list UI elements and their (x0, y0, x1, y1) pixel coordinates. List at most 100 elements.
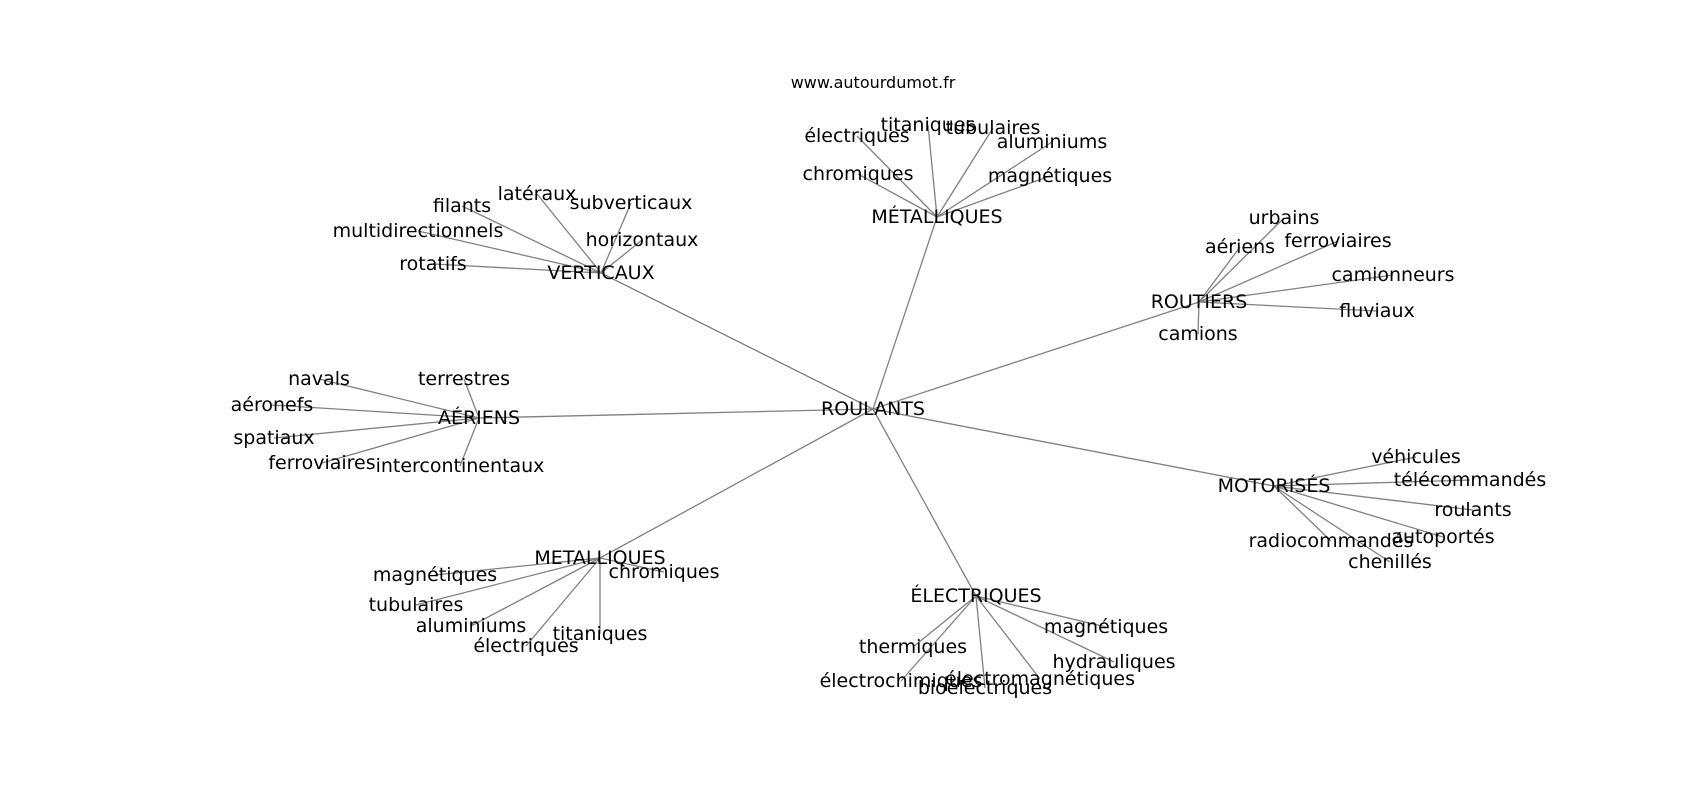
edge-hub-to-leaf (1198, 246, 1241, 303)
leaf-node-label: magnétiques (1044, 616, 1168, 638)
edge-hub-to-leaf (600, 202, 632, 274)
edge-center-to-hub (478, 408, 874, 419)
leaf-node-label: électromagnétiques (945, 668, 1135, 690)
leaf-node-label: intercontinentaux (376, 455, 545, 477)
leaf-node-label: camions (1158, 323, 1237, 345)
edge-center-to-hub (872, 408, 1275, 487)
edge-hub-to-leaf (1273, 485, 1474, 511)
hub-node-label: ROUTIERS (1151, 291, 1248, 313)
leaf-node-label: chromiques (803, 163, 914, 185)
leaf-node-label: aluminiums (416, 615, 527, 637)
edge-center-to-hub (600, 272, 874, 410)
edge-hub-to-leaf (536, 193, 602, 274)
edge-hub-to-leaf (1273, 479, 1471, 487)
edge-hub-to-leaf (600, 239, 643, 274)
edge-hub-to-leaf (1198, 217, 1285, 303)
leaf-node-label: chenillés (1348, 551, 1432, 573)
leaf-node-label: horizontaux (586, 229, 699, 251)
edge-hub-to-leaf (1198, 301, 1378, 312)
edge-hub-to-leaf (461, 205, 602, 274)
edge-hub-to-leaf (975, 595, 1115, 663)
labels-layer: ROULANTSMÉTALLIQUESélectriquestitaniques… (231, 114, 1547, 699)
edge-hub-to-leaf (1273, 485, 1391, 563)
edge-hub-to-leaf (273, 417, 480, 439)
edge-hub-to-leaf (936, 127, 994, 218)
leaf-node-label: thermiques (859, 636, 967, 658)
edge-hub-to-leaf (432, 263, 602, 274)
edge-hub-to-leaf (415, 557, 601, 606)
edge-hub-to-leaf (900, 595, 977, 682)
leaf-node-label: ferroviaires (1284, 230, 1391, 252)
leaf-node-label: véhicules (1371, 446, 1461, 468)
edge-hub-to-leaf (599, 557, 665, 573)
hub-node-label: VERTICAUX (547, 262, 654, 284)
leaf-node-label: hydrauliques (1052, 651, 1175, 673)
leaf-node-label: filants (433, 195, 491, 217)
leaf-node-label: urbains (1249, 207, 1320, 229)
leaf-node-label: télécommandés (1394, 469, 1547, 491)
leaf-node-label: subverticaux (570, 192, 693, 214)
edge-hub-to-leaf (463, 378, 480, 419)
edge-hub-to-leaf (1273, 456, 1417, 487)
edge-hub-to-leaf (975, 595, 986, 689)
leaf-node-label: latéraux (498, 183, 577, 205)
leaf-node-label: multidirectionnels (333, 220, 504, 242)
leaf-node-label: aéronefs (231, 394, 314, 416)
edge-hub-to-leaf (857, 173, 938, 218)
edge-hub-to-leaf (459, 417, 480, 467)
edge-center-to-hub (872, 301, 1200, 410)
leaf-node-label: électriques (473, 635, 578, 657)
leaf-node-label: tubulaires (946, 117, 1041, 139)
leaf-node-label: titaniques (553, 623, 648, 645)
watermark: www.autourdumot.fr (791, 73, 956, 92)
leaf-node-label: radiocommandés (1249, 530, 1414, 552)
hub-node-label: MOTORISÉS (1218, 474, 1331, 497)
leaf-node-label: autoportés (1391, 526, 1494, 548)
edge-hub-to-leaf (936, 175, 1051, 218)
edge-hub-to-leaf (318, 378, 480, 419)
edge-hub-to-leaf (927, 124, 938, 218)
hub-node-label: MÉTALLIQUES (871, 205, 1002, 228)
leaf-node-label: titaniques (881, 114, 976, 136)
leaf-node-label: navals (288, 368, 350, 390)
leaf-node-label: fluviaux (1339, 300, 1414, 322)
leaf-node-label: magnétiques (988, 165, 1112, 187)
leaf-node-label: spatiaux (233, 427, 314, 449)
edge-hub-to-leaf (1273, 485, 1444, 538)
hub-node-label: AÉRIENS (438, 406, 520, 429)
edge-hub-to-leaf (1198, 240, 1339, 303)
leaf-node-label: rotatifs (399, 253, 466, 275)
edge-hub-to-leaf (525, 557, 601, 647)
leaf-node-label: aluminiums (997, 131, 1108, 153)
center-node-label: ROULANTS (821, 398, 925, 420)
hub-node-label: ÉLECTRIQUES (910, 584, 1041, 607)
edge-hub-to-leaf (936, 141, 1053, 218)
edges-layer (271, 124, 1474, 689)
edge-hub-to-leaf (1197, 301, 1200, 335)
leaf-node-label: tubulaires (369, 594, 464, 616)
hub-node-label: METALLIQUES (534, 547, 665, 569)
edge-hub-to-leaf (1273, 485, 1332, 542)
edge-hub-to-leaf (912, 595, 977, 648)
leaf-node-label: aériens (1205, 236, 1275, 258)
edge-hub-to-leaf (470, 557, 601, 627)
leaf-node-label: roulants (1434, 499, 1511, 521)
edge-center-to-hub (599, 408, 874, 559)
edge-hub-to-leaf (856, 135, 938, 218)
edge-center-to-hub (872, 408, 977, 597)
leaf-node-label: bioélectriques (918, 677, 1052, 699)
leaf-node-label: camionneurs (1331, 264, 1454, 286)
edge-hub-to-leaf (975, 595, 1107, 628)
edge-hub-to-leaf (321, 417, 480, 464)
leaf-node-label: magnétiques (373, 564, 497, 586)
leaf-node-label: ferroviaires (268, 452, 375, 474)
leaf-node-label: électrochimiques (820, 670, 983, 692)
edge-hub-to-leaf (434, 557, 601, 576)
edge-hub-to-leaf (271, 404, 480, 419)
edge-hub-to-leaf (975, 595, 1041, 680)
edge-hub-to-leaf (417, 230, 602, 274)
edge-center-to-hub (872, 216, 938, 410)
edge-hub-to-leaf (1198, 274, 1394, 303)
leaf-node-label: électriques (804, 125, 909, 147)
